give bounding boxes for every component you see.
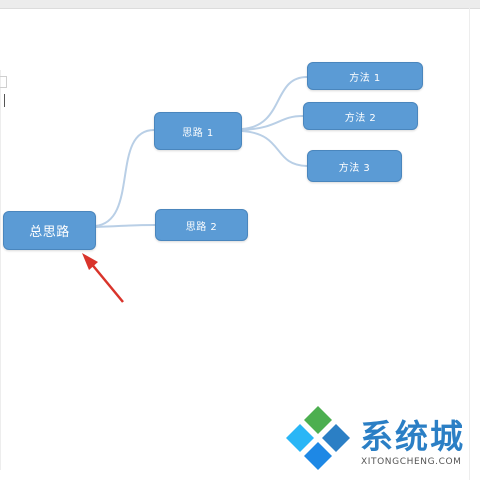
watermark-site-text: XITONGCHENG.COM <box>361 457 462 467</box>
red-arrow-icon <box>82 253 124 303</box>
connector-branch-1-to-method-3 <box>241 130 308 167</box>
margin-marker <box>0 76 7 88</box>
method-node-3-label: 方法 3 <box>338 162 371 174</box>
app-top-bar <box>0 0 480 9</box>
branch-node-1[interactable]: 思路 1 <box>154 112 242 150</box>
watermark-brand-text: 系统城 <box>360 417 465 456</box>
branch-node-1-label: 思路 1 <box>182 127 214 139</box>
method-node-2[interactable]: 方法 2 <box>303 102 418 130</box>
method-node-2-label: 方法 2 <box>344 112 377 124</box>
method-node-1[interactable]: 方法 1 <box>307 62 423 90</box>
branch-node-2-label: 思路 2 <box>185 221 218 233</box>
root-node-label: 总思路 <box>29 225 70 240</box>
page-right-border <box>469 8 470 480</box>
method-node-3[interactable]: 方法 3 <box>307 150 402 182</box>
root-node[interactable]: 总思路 <box>3 211 96 250</box>
connector-branch-1-to-method-2 <box>241 115 304 131</box>
method-node-1-label: 方法 1 <box>349 72 381 84</box>
connector-root-to-branch-1 <box>94 129 155 227</box>
brand-logo-icon <box>286 406 350 470</box>
page-left-border <box>0 70 1 470</box>
connector-branch-1-to-method-1 <box>241 76 308 130</box>
text-cursor <box>4 94 5 107</box>
connector-root-to-branch-2 <box>94 224 156 228</box>
branch-node-2[interactable]: 思路 2 <box>155 209 248 241</box>
